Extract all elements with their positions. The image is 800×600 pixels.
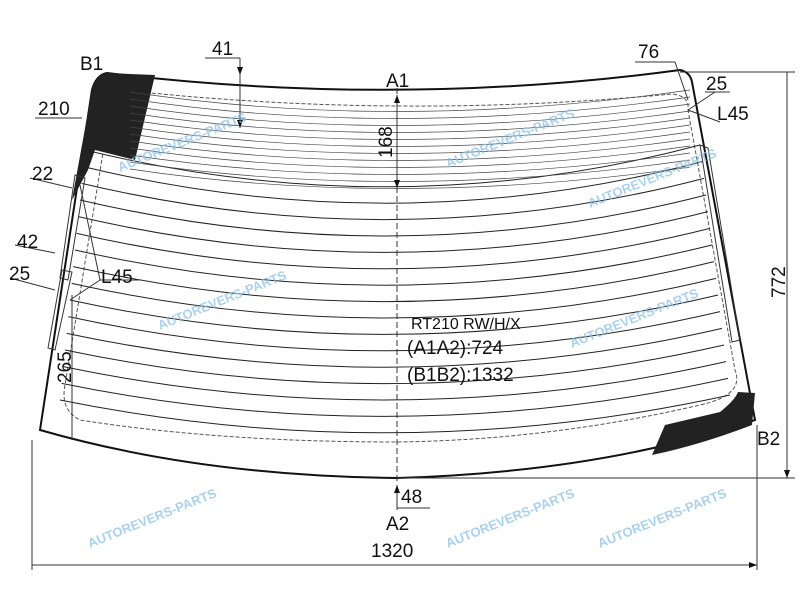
watermark-text: AUTOREVERS-PARTS (586, 145, 719, 211)
band-line (129, 89, 691, 112)
dim-265-label: 265 (55, 351, 76, 383)
band-line (129, 159, 691, 182)
heater-line (64, 344, 725, 385)
band-line (129, 131, 691, 154)
point-b1-label: B1 (80, 54, 103, 75)
point-a1-label: A1 (386, 71, 409, 92)
glass-outline (38, 68, 757, 480)
dimension-arrows (237, 67, 790, 568)
band-line (129, 103, 691, 126)
dim-42-label: 42 (17, 232, 38, 253)
band-line (129, 145, 691, 168)
dim-25-left-label: 25 (9, 264, 30, 285)
dim-l45-left-label: L45 (101, 267, 133, 288)
heater-line (83, 161, 703, 204)
a1a2-value: (A1A2):724 (407, 338, 504, 359)
heater-line (68, 311, 721, 352)
watermark-text: AUTOREVERS-PARTS (444, 485, 577, 551)
corner-patch-bottom-right (652, 392, 755, 455)
dim-l45-right-label: L45 (717, 104, 749, 125)
heater-line (63, 361, 727, 401)
dim-48-label: 48 (401, 487, 422, 508)
band-line (129, 152, 691, 175)
right-bracket (699, 144, 741, 343)
left-bracket (47, 174, 86, 351)
band-line (129, 110, 691, 133)
watermark-text: AUTOREVERS-PARTS (156, 267, 289, 333)
heater-line (78, 211, 709, 253)
heater-line (69, 294, 719, 335)
top-band-lines (129, 89, 691, 189)
band-line (129, 166, 691, 189)
heater-line (74, 244, 713, 286)
band-line (129, 117, 691, 140)
heater-line (73, 261, 715, 303)
dim-22-label: 22 (32, 164, 53, 185)
watermark-text: AUTOREVERS-PARTS (596, 485, 729, 551)
point-a2-label: A2 (386, 514, 409, 535)
band-line (129, 124, 691, 147)
band-line (129, 96, 691, 119)
heater-lines (59, 144, 731, 434)
point-b2-label: B2 (757, 429, 780, 450)
heater-line (84, 144, 701, 188)
heater-line (81, 177, 705, 221)
dim-1320-label: 1320 (371, 541, 413, 562)
b1b2-value: (B1B2):1332 (407, 365, 514, 386)
heater-line (66, 327, 723, 368)
heater-line (59, 394, 731, 434)
dim-25-top-right-label: 25 (706, 74, 727, 95)
watermarks: AUTOREVERS-PARTS AUTOREVERS-PARTS AUTORE… (86, 105, 729, 551)
dim-76-label: 76 (638, 42, 659, 63)
watermark-text: AUTOREVERS-PARTS (86, 485, 219, 551)
dimension-lines (9, 57, 795, 570)
heater-line (76, 227, 711, 270)
corner-patch-top-left (72, 73, 155, 200)
dim-772-label: 772 (769, 266, 790, 298)
dim-210-label: 210 (38, 99, 70, 120)
dim-41-label: 41 (212, 39, 233, 60)
part-code: RT210 RW/H/X (411, 316, 521, 333)
heater-line (61, 377, 729, 417)
dim-168-label: 168 (376, 126, 397, 158)
band-line (129, 138, 691, 161)
heater-line (79, 194, 707, 237)
heater-line (71, 277, 717, 319)
